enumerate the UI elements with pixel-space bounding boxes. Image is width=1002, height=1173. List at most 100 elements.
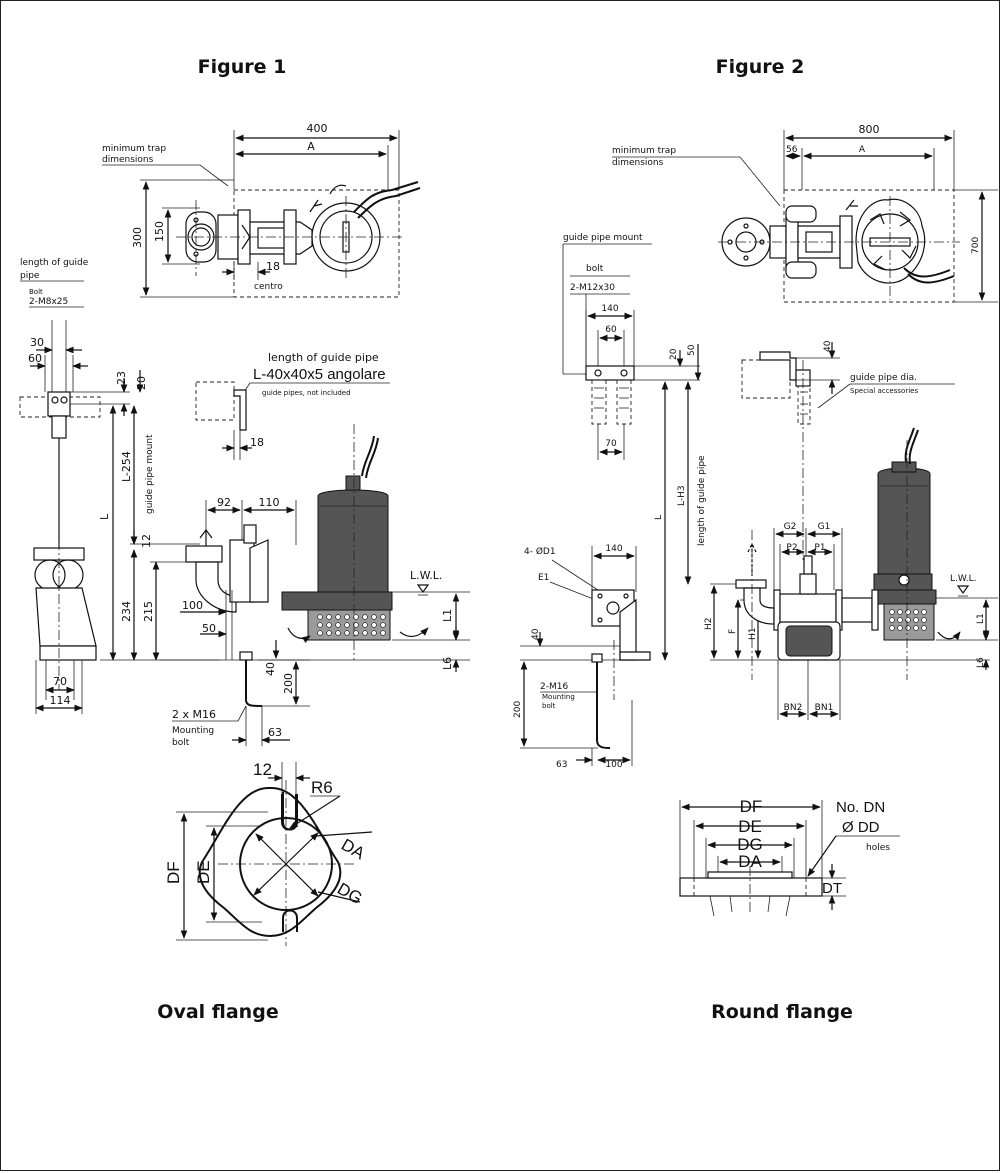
fig1-dim-12-label: 12 — [140, 534, 153, 548]
fig2-base-plate: 4- ØD1 E1 140 40 200 2-M16 Mounting bolt… — [513, 544, 651, 770]
fig2-dim-20-label: 20 — [669, 348, 679, 360]
fig1-dim-100-label: 100 — [182, 599, 203, 612]
fig2-dim-700-label: 700 — [971, 237, 981, 254]
figure-1-title: Figure 1 — [198, 56, 287, 78]
fig2-holes-label: 4- ØD1 — [524, 546, 556, 557]
oval-flange-outline — [198, 786, 342, 938]
fig1-not-included: guide pipes, not included — [262, 389, 351, 397]
fig1-dim-18a-label: 18 — [266, 260, 280, 273]
fig2-guide-mount-label: guide pipe mount — [563, 233, 643, 243]
oval-flange-title: Oval flange — [157, 1001, 278, 1023]
round-flange-title: Round flange — [711, 1001, 853, 1023]
fig1-dim-30-label: 30 — [30, 336, 44, 349]
fig1-mount-bolt-2: Mounting — [172, 726, 214, 736]
fig1-guide-mount-label: guide pipe mount — [145, 434, 155, 514]
fig2-dim-LH3-label: L-H3 — [677, 485, 687, 506]
fig2-l6-label: L6 — [976, 657, 986, 668]
fig2-dim-140-label: 140 — [601, 304, 618, 314]
fig1-dim-110-label: 110 — [259, 496, 280, 509]
fig1-angle-bracket: length of guide pipe L-40x40x5 angolare … — [195, 351, 390, 460]
fig2-dim-56-label: 56 — [786, 145, 798, 155]
oval-flange: DA DG 12 R6 DF DE — [164, 760, 373, 946]
oval-flange-de: DE — [194, 860, 213, 884]
fig1-dim-L1-label: L1 — [441, 609, 454, 622]
fig2-special-label: Special accessories — [850, 387, 918, 395]
fig1-dim-63-label: 63 — [268, 726, 282, 739]
fig1-dim-23-label: 23 — [115, 371, 128, 385]
fig1-dim-400-label: 400 — [307, 122, 328, 135]
fig1-dim-114-label: 114 — [50, 694, 71, 707]
round-flange-dg: DG — [737, 835, 763, 854]
round-flange-body — [679, 877, 823, 897]
fig1-mount-bolt-1: 2 x M16 — [172, 708, 216, 721]
fig1-dim-L-label: L — [98, 513, 111, 520]
fig2-dim-50-label: 50 — [687, 344, 697, 356]
fig2-dim-63-label: 63 — [556, 760, 567, 770]
fig2-h1-label: H1 — [748, 628, 758, 641]
fig1-guide-len-full: length of guide pipe — [268, 351, 379, 364]
fig1-dim-92-label: 92 — [217, 496, 231, 509]
fig1-guide-pipe-view: length of guide pipe Bolt 2-M8x25 30 60 … — [19, 258, 220, 714]
fig2-guide-len-label: length of guide pipe — [697, 455, 707, 546]
round-flange: DF DE DG DA No. DN Ø DD holes DT — [679, 797, 900, 917]
fig2-guide-mount: guide pipe mount bolt 2-M12x30 140 60 70… — [562, 233, 707, 661]
fig2-g2-label: G2 — [784, 522, 797, 532]
fig1-dim-300-label: 300 — [131, 227, 144, 248]
fig2-h2-label: H2 — [704, 618, 714, 631]
fig2-mount-2: bolt — [542, 702, 556, 710]
fig2-dim-200-label: 200 — [513, 701, 523, 718]
fig1-dim-70-label: 70 — [53, 675, 67, 688]
fig1-trap-label-1: minimum trap — [102, 144, 166, 154]
fig2-bolt-label: bolt — [586, 264, 604, 274]
oval-flange-df: DF — [164, 861, 183, 884]
fig2-top-view: 800 56 A minimum trap dimensions 700 — [612, 123, 998, 303]
round-flange-no-dn: No. DN — [836, 799, 885, 816]
fig1-dim-234-label: 234 — [120, 601, 133, 622]
fig1-dim-60-label: 60 — [28, 352, 42, 365]
fig2-bn2-label: BN2 — [784, 703, 803, 713]
round-flange-dd: Ø DD — [842, 819, 880, 836]
fig1-angle-spec: L-40x40x5 angolare — [253, 366, 386, 383]
figure-2-title: Figure 2 — [716, 56, 805, 78]
fig2-e1-label: E1 — [538, 573, 549, 583]
round-flange-de: DE — [738, 817, 762, 836]
fig2-pump-side: H2 F H1 — [704, 427, 998, 720]
fig2-g1-label: G1 — [818, 522, 831, 532]
fig2-dim-60-label: 60 — [605, 325, 617, 335]
fig2-l1-label: L1 — [976, 613, 986, 624]
oval-flange-da: DA — [338, 835, 369, 864]
fig2-bolt-spec: 2-M12x30 — [570, 283, 615, 293]
fig1-dim-215-label: 215 — [142, 601, 155, 622]
fig1-dim-50-label: 50 — [202, 622, 216, 635]
fig2-lwl-label: L.W.L. — [950, 574, 976, 584]
fig1-dim-A-label: A — [307, 140, 315, 153]
fig1-guide-len-1: length of guide — [20, 258, 89, 268]
fig2-dim-140b-label: 140 — [605, 544, 622, 554]
oval-flange-12: 12 — [253, 760, 272, 779]
fig2-p1-label: P1 — [814, 543, 825, 553]
oval-flange-r6: R6 — [311, 778, 333, 797]
fig1-trap-label-2: dimensions — [102, 155, 154, 165]
fig2-dim-40b-label: 40 — [531, 628, 541, 640]
fig1-mount-bolt-3: bolt — [172, 738, 190, 748]
fig1-motor — [317, 489, 389, 593]
fig2-dim-40-label: 40 — [823, 340, 833, 352]
fig2-mount-1: Mounting — [542, 693, 575, 701]
fig2-dim-A-label: A — [859, 145, 866, 155]
fig2-dim-100-label: 100 — [605, 760, 622, 770]
fig1-top-view: 400 A minimum trap dimensions 300 150 — [102, 122, 421, 298]
fig1-dim-18b-label: 18 — [250, 436, 264, 449]
round-flange-dt: DT — [822, 880, 842, 897]
fig1-lwl-label: L.W.L. — [410, 569, 442, 582]
fig1-guide-len-2: pipe — [20, 271, 40, 281]
round-flange-df: DF — [740, 797, 763, 816]
fig2-trap-label-1: minimum trap — [612, 146, 676, 156]
fig1-bolt-label: Bolt — [29, 288, 43, 296]
fig2-trap-label-2: dimensions — [612, 158, 664, 168]
fig1-dim-150-label: 150 — [153, 221, 166, 242]
fig1-pump-side: 92 110 L.W.L. L1 — [160, 424, 470, 748]
fig1-dim-40-label: 40 — [264, 662, 277, 676]
fig1-bolt-spec: 2-M8x25 — [29, 297, 68, 307]
fig2-motor — [877, 467, 931, 575]
fig2-bracket: 40 guide pipe dia. Special accessories — [741, 340, 955, 560]
